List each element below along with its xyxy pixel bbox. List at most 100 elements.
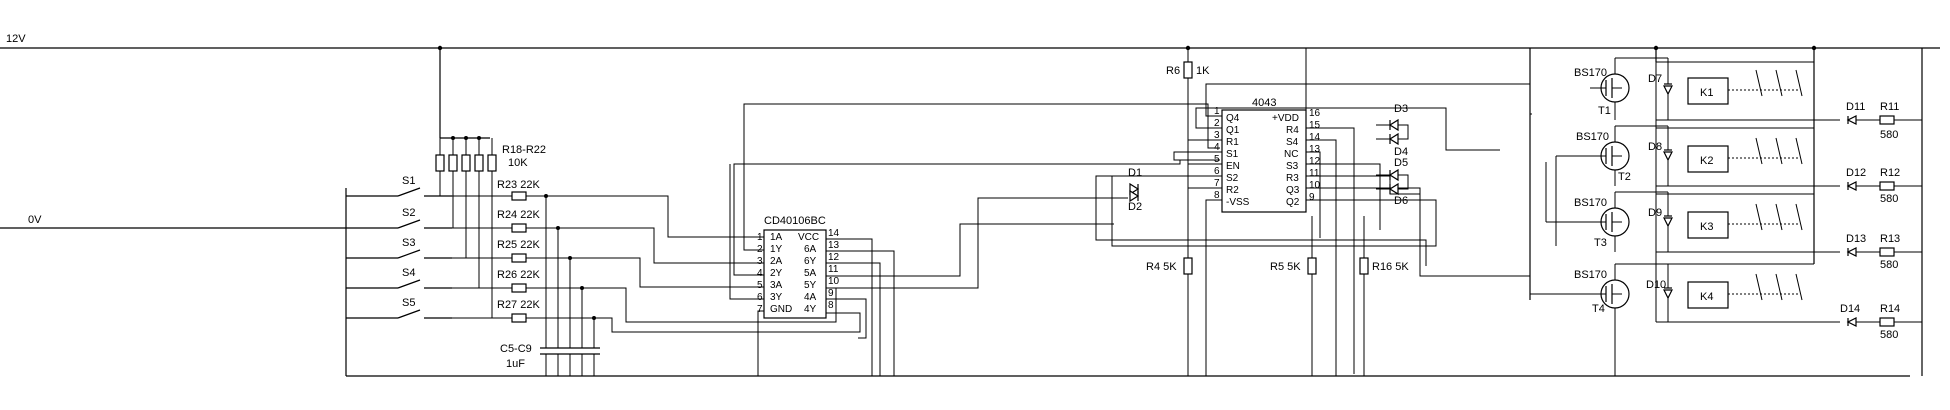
ic-pin-num: 4	[1214, 142, 1220, 153]
ic-name: CD40106BC	[764, 215, 826, 227]
input-resistor-label: R25 22K	[497, 239, 540, 251]
ic-pin-label: 2A	[770, 256, 783, 267]
transistor-ref: T4	[1592, 303, 1605, 315]
ic-pin-label: 5Y	[804, 280, 817, 291]
ic-pin-label: Q2	[1286, 197, 1300, 208]
diode-label: D4	[1394, 146, 1408, 158]
ground-rail: 0V	[0, 214, 1910, 377]
ic-pin-num: 13	[828, 240, 840, 251]
ic-cd40106bc: CD40106BC 1 2 3 4 5 6 7 1A 1Y 2A 2Y 3A 3…	[757, 215, 840, 319]
transistor-model: BS170	[1576, 131, 1609, 143]
ic-pin-label: 5A	[804, 268, 817, 279]
ic-pin-label: 4Y	[804, 304, 817, 315]
relay-coil-rail	[1655, 58, 1669, 322]
output-channel-3: BS170 T3 D9 K3 D13 R13 580	[1545, 162, 1922, 271]
ic-pin-label: 6Y	[804, 256, 817, 267]
ground-label: 0V	[28, 214, 42, 226]
ic-pin-num: 9	[828, 288, 834, 299]
input-resistor-label: R27 22K	[497, 299, 540, 311]
u2-wiring	[1095, 48, 1532, 376]
ic-pin-label: VCC	[798, 232, 819, 243]
ic-pin-label: EN	[1226, 161, 1240, 172]
ic-pin-num: 15	[1309, 120, 1321, 131]
ic-pin-label: S1	[1226, 149, 1239, 160]
indicator-diode-label: D13	[1846, 233, 1866, 245]
capacitor-name: C5-C9	[500, 343, 532, 355]
ic-pin-num: 11	[1309, 168, 1320, 179]
ic-pin-label: R2	[1226, 185, 1239, 196]
ic-name: 4043	[1252, 97, 1276, 109]
flyback-label: D8	[1648, 141, 1662, 153]
resistor-network-name: R18-R22	[502, 144, 546, 156]
diode-label: D1	[1128, 167, 1142, 179]
input-wiring	[526, 195, 861, 333]
ic-pin-label: 4A	[804, 292, 817, 303]
relay-label: K2	[1700, 155, 1713, 167]
ic-pin-num: 8	[828, 300, 834, 311]
indicator-diode-label: D12	[1846, 167, 1866, 179]
input-resistor-label: R23 22K	[497, 179, 540, 191]
transistor-model: BS170	[1574, 197, 1607, 209]
ic-pin-num: 6	[1214, 166, 1220, 177]
capacitor-bank: C5-C9 1uF	[500, 194, 600, 376]
indicator-diode-label: D11	[1846, 101, 1865, 113]
ic-pin-label: S4	[1286, 137, 1299, 148]
flyback-label: D9	[1648, 207, 1662, 219]
resistor-network-value: 10K	[508, 157, 528, 169]
switch-label: S5	[402, 297, 415, 309]
supply-rail: 12V	[0, 33, 1940, 49]
output-channel-2: BS170 T2 D8 K2 D12 R12 580	[1555, 125, 1922, 246]
logic-diodes: D1 D2 D3 D4 D5 D6	[1128, 103, 1409, 213]
transistor-ref: T1	[1598, 105, 1611, 117]
switch-label: S2	[402, 207, 415, 219]
pulldown-label: R5 5K	[1270, 261, 1301, 273]
ic-pin-num: 5	[757, 280, 763, 291]
capacitor-value: 1uF	[506, 358, 525, 370]
ic-pin-num: 7	[1214, 178, 1220, 189]
indicator-resistor-name: R14	[1880, 303, 1900, 315]
indicator-resistor-value: 580	[1880, 193, 1898, 205]
ic-pin-num: 11	[828, 264, 839, 275]
ic-pin-num: 14	[1309, 132, 1321, 143]
diode-label: D5	[1394, 157, 1408, 169]
transistor-ref: T2	[1618, 171, 1631, 183]
ic-pin-label: 2Y	[770, 268, 783, 279]
ic-4043: 4043 1 2 3 4 5 6 7 8 Q4 Q1 R1 S1 EN S2 R…	[1214, 97, 1321, 213]
indicator-resistor-name: R11	[1880, 101, 1899, 113]
ic-pin-num: 4	[757, 268, 763, 279]
ic-pin-num: 1	[1214, 106, 1220, 117]
switch-label: S1	[402, 175, 415, 187]
ic-pin-num: 6	[757, 292, 763, 303]
ic-pin-num: 10	[1309, 180, 1321, 191]
ic-pin-num: 1	[757, 232, 763, 243]
relay-label: K3	[1700, 221, 1713, 233]
ic-pin-label: S2	[1226, 173, 1239, 184]
pulldown-label: R16 5K	[1372, 261, 1409, 273]
ic-pin-num: 2	[1214, 118, 1220, 129]
ic-pin-label: Q4	[1226, 113, 1240, 124]
indicator-diode-label: D14	[1840, 303, 1860, 315]
transistor-model: BS170	[1574, 67, 1607, 79]
transistor-model: BS170	[1574, 269, 1607, 281]
output-stage	[1529, 45, 1923, 376]
ic-pin-label: 1Y	[770, 244, 783, 255]
relay-label: K1	[1700, 87, 1713, 99]
ic-pin-label: R3	[1286, 173, 1299, 184]
ic-pin-num: 12	[1309, 156, 1321, 167]
diode-label: D6	[1394, 195, 1408, 207]
ic-pin-label: +VDD	[1272, 113, 1299, 124]
ic-pin-num: 16	[1309, 108, 1321, 119]
ic-pin-label: 6A	[804, 244, 817, 255]
supply-label: 12V	[6, 33, 26, 45]
ic-pin-label: Q3	[1286, 185, 1300, 196]
diode-label: D2	[1128, 201, 1142, 213]
ic-pin-label: 3Y	[770, 292, 783, 303]
input-resistors: R23 22K R24 22K R25 22K R26 22K R27 22K	[452, 179, 540, 323]
ic-pin-num: 13	[1309, 144, 1321, 155]
input-resistor-label: R24 22K	[497, 209, 540, 221]
switch-block: S1 S2 S3 S4 S5	[345, 175, 452, 376]
indicator-resistor-value: 580	[1880, 329, 1898, 341]
ic-pin-num: 8	[1214, 190, 1220, 201]
resistor-r6: R6 1K	[1166, 45, 1210, 376]
